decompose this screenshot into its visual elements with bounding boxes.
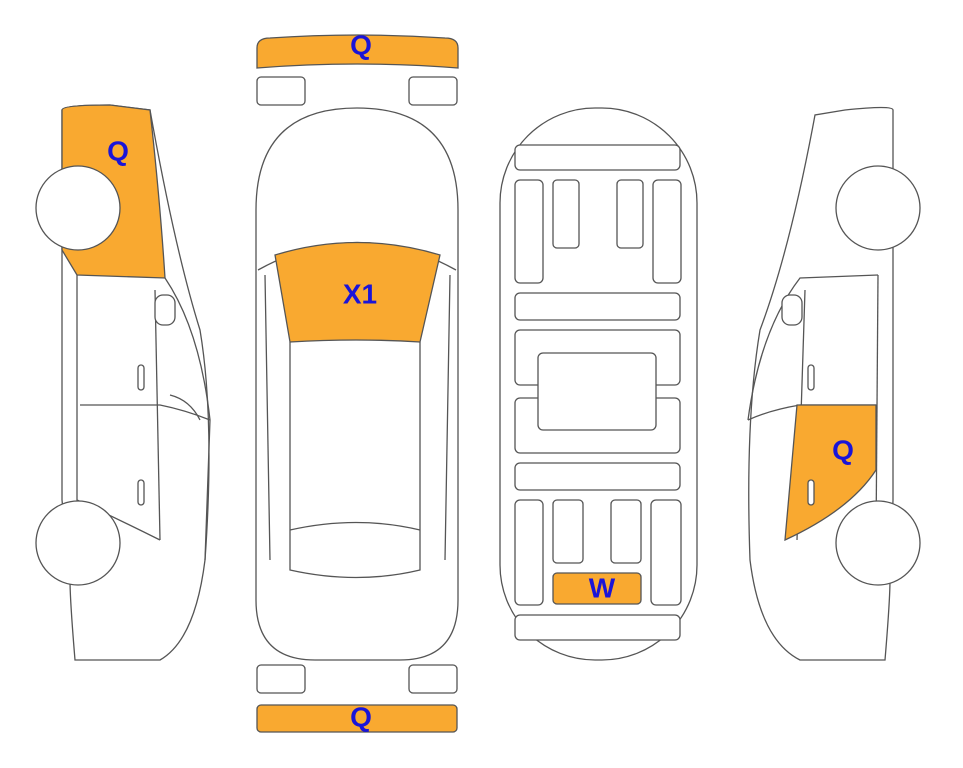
windshield-label: X1 xyxy=(343,278,377,309)
windshield-damage[interactable] xyxy=(274,241,441,343)
left-side-rear-label: Q xyxy=(107,135,129,166)
right-side-rear-door-damage[interactable] xyxy=(784,404,877,542)
rear-bumper-label: Q xyxy=(350,701,372,732)
right-side-view: Q xyxy=(747,106,921,661)
front-bumper-damage[interactable] xyxy=(256,34,459,69)
front-bumper-label: Q xyxy=(350,29,372,60)
top-view: Q X1 Q xyxy=(255,29,459,733)
underbody-label: W xyxy=(589,572,616,603)
underbody-damage[interactable] xyxy=(552,572,642,605)
right-side-rear-door-label: Q xyxy=(832,434,854,465)
rear-bumper-damage[interactable] xyxy=(256,704,458,733)
underbody-view: W xyxy=(499,107,698,661)
left-side-view: Q xyxy=(35,104,211,661)
